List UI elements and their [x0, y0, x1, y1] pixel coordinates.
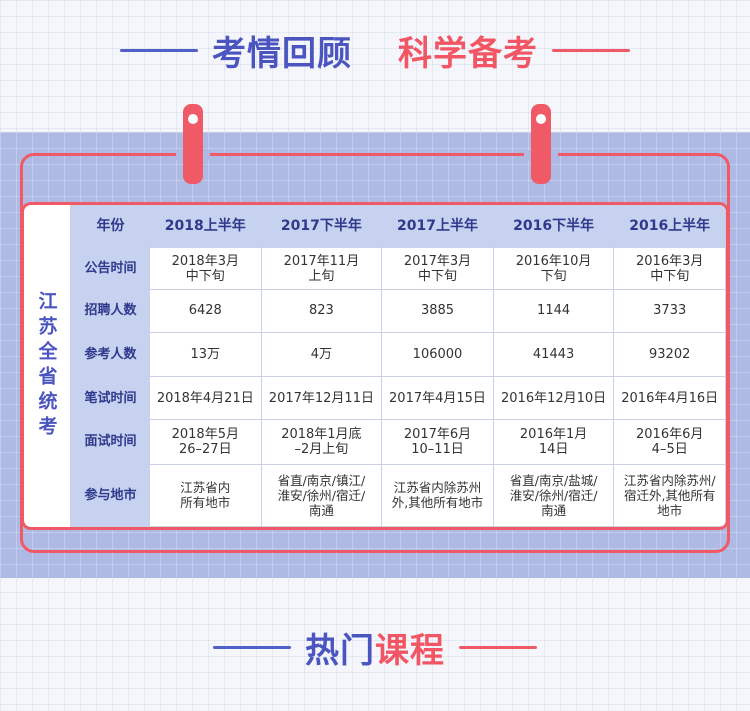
- column-header: 2016上半年: [613, 205, 726, 248]
- table-cell: 3733: [613, 289, 726, 333]
- table-row: 面试时间 2018年5月 26–27日 2018年1月底 –2月上旬 2017年…: [71, 419, 726, 465]
- binder-clip-right: [531, 104, 551, 184]
- table-cell: 2017年6月 10–11日: [381, 419, 494, 465]
- table-cell: 2017年11月 上旬: [260, 246, 383, 291]
- row-label-written-exam: 笔试时间: [71, 375, 150, 421]
- table-row: 笔试时间 2018年4月21日 2017年12月11日 2017年4月15日 2…: [71, 375, 726, 421]
- column-header: 2016下半年: [492, 205, 615, 248]
- heading-right-line: [552, 49, 630, 52]
- row-label-applicants: 参考人数: [71, 331, 150, 377]
- table-row: 参与地市 江苏省内 所有地市 省直/南京/镇江/ 淮安/徐州/宿迁/ 南通 江苏…: [71, 463, 726, 527]
- heading-review-text: 考情回顾: [212, 34, 352, 74]
- table-cell: 2017年3月 中下旬: [381, 246, 494, 291]
- table-cell: 93202: [613, 331, 726, 377]
- heading-right-line: [459, 646, 537, 649]
- table-cell: 2016年1月 14日: [492, 419, 615, 465]
- table-cell: 6428: [149, 289, 262, 333]
- table-cell: 2016年12月10日: [492, 375, 615, 421]
- clip-hole-icon: [536, 114, 546, 124]
- heading-prepare-text: 科学备考: [398, 34, 538, 74]
- table-cell: 106000: [381, 331, 494, 377]
- binder-clip-left: [183, 104, 203, 184]
- side-label-cell: 江苏全省统考: [24, 205, 71, 527]
- table-cell: 13万: [149, 331, 262, 377]
- row-label-cities: 参与地市: [71, 463, 150, 527]
- table-cell: 2016年4月16日: [613, 375, 726, 421]
- side-label: 江苏全省统考: [35, 291, 58, 441]
- table-cell: 2018年5月 26–27日: [149, 419, 262, 465]
- heading-left-line: [120, 49, 198, 52]
- table-cell: 2018年3月 中下旬: [149, 246, 262, 291]
- header-year-label: 年份: [71, 205, 150, 248]
- table-cell: 2017年4月15日: [381, 375, 494, 421]
- heading-hot-text: 热门: [305, 631, 375, 671]
- table-cell: 1144: [492, 289, 615, 333]
- table-row: 参考人数 13万 4万 106000 41443 93202: [71, 331, 726, 377]
- table-cell: 2017年12月11日: [260, 375, 383, 421]
- table-cell: 江苏省内 所有地市: [149, 463, 262, 527]
- table-cell: 823: [260, 289, 383, 333]
- table-cell: 省直/南京/盐城/ 淮安/徐州/宿迁/ 南通: [492, 463, 615, 527]
- bottom-heading: 热门课程: [0, 623, 750, 672]
- table-cell: 2018年1月底 –2月上旬: [260, 419, 383, 465]
- table-row: 招聘人数 6428 823 3885 1144 3733: [71, 289, 726, 333]
- table-cell: 2016年3月 中下旬: [613, 246, 726, 291]
- table-cell: 江苏省内除苏州/ 宿迁外,其他所有 地市: [613, 463, 726, 527]
- exam-info-card: 江苏全省统考 年份 2018上半年 2017下半年 2017上半年 2016下半…: [21, 202, 729, 530]
- table-cell: 3885: [381, 289, 494, 333]
- top-heading: 考情回顾 科学备考: [0, 26, 750, 75]
- column-header: 2017下半年: [260, 205, 383, 248]
- exam-table: 年份 2018上半年 2017下半年 2017上半年 2016下半年 2016上…: [71, 205, 726, 527]
- heading-left-line: [213, 646, 291, 649]
- table-cell: 2016年6月 4–5日: [613, 419, 726, 465]
- table-cell: 2018年4月21日: [149, 375, 262, 421]
- table-row: 公告时间 2018年3月 中下旬 2017年11月 上旬 2017年3月 中下旬…: [71, 246, 726, 291]
- table-cell: 41443: [492, 331, 615, 377]
- clip-hole-icon: [188, 114, 198, 124]
- row-label-announcement: 公告时间: [71, 246, 150, 291]
- column-header: 2017上半年: [381, 205, 494, 248]
- column-header: 2018上半年: [149, 205, 262, 248]
- table-cell: 2016年10月 下旬: [492, 246, 615, 291]
- row-label-hiring: 招聘人数: [71, 289, 150, 333]
- row-label-interview: 面试时间: [71, 419, 150, 465]
- table-cell: 江苏省内除苏州 外,其他所有地市: [381, 463, 494, 527]
- table-cell: 省直/南京/镇江/ 淮安/徐州/宿迁/ 南通: [260, 463, 383, 527]
- table-cell: 4万: [260, 331, 383, 377]
- heading-course-text: 课程: [375, 631, 445, 671]
